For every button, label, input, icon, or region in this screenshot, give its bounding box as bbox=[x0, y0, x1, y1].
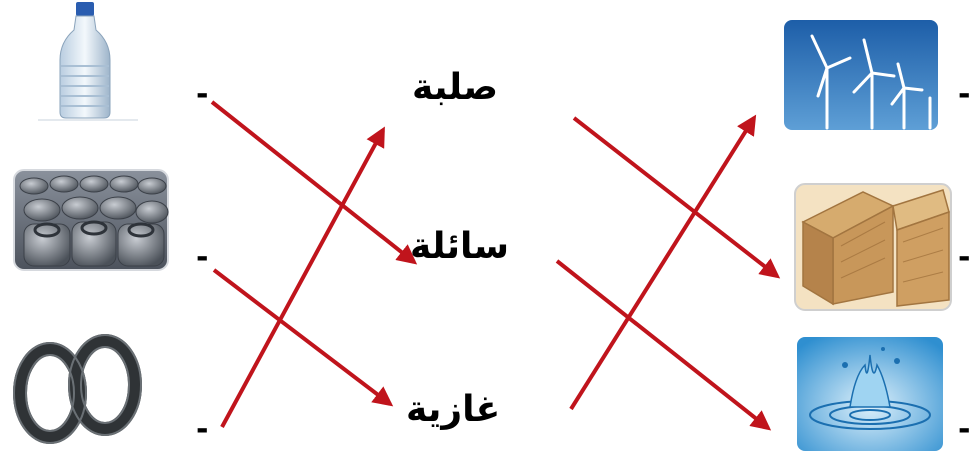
left-dash-3: - bbox=[196, 412, 208, 447]
arrow-cylinders-to-gas bbox=[214, 270, 390, 404]
arrow-solid-to-wood bbox=[574, 118, 777, 276]
state-word-gas: غازية bbox=[406, 389, 500, 430]
right-dash-1: - bbox=[958, 77, 970, 112]
left-dash-1: - bbox=[196, 77, 208, 112]
arrow-bottle-to-liquid bbox=[212, 102, 414, 262]
left-dash-2: - bbox=[196, 240, 208, 275]
arrow-gas-to-turbines bbox=[571, 118, 754, 409]
arrow-liquid-to-splash bbox=[557, 261, 768, 428]
state-word-solid: صلبة bbox=[412, 67, 498, 108]
right-dash-2: - bbox=[958, 240, 970, 275]
right-dash-3: - bbox=[958, 412, 970, 447]
state-word-liquid: سائلة bbox=[410, 226, 509, 267]
